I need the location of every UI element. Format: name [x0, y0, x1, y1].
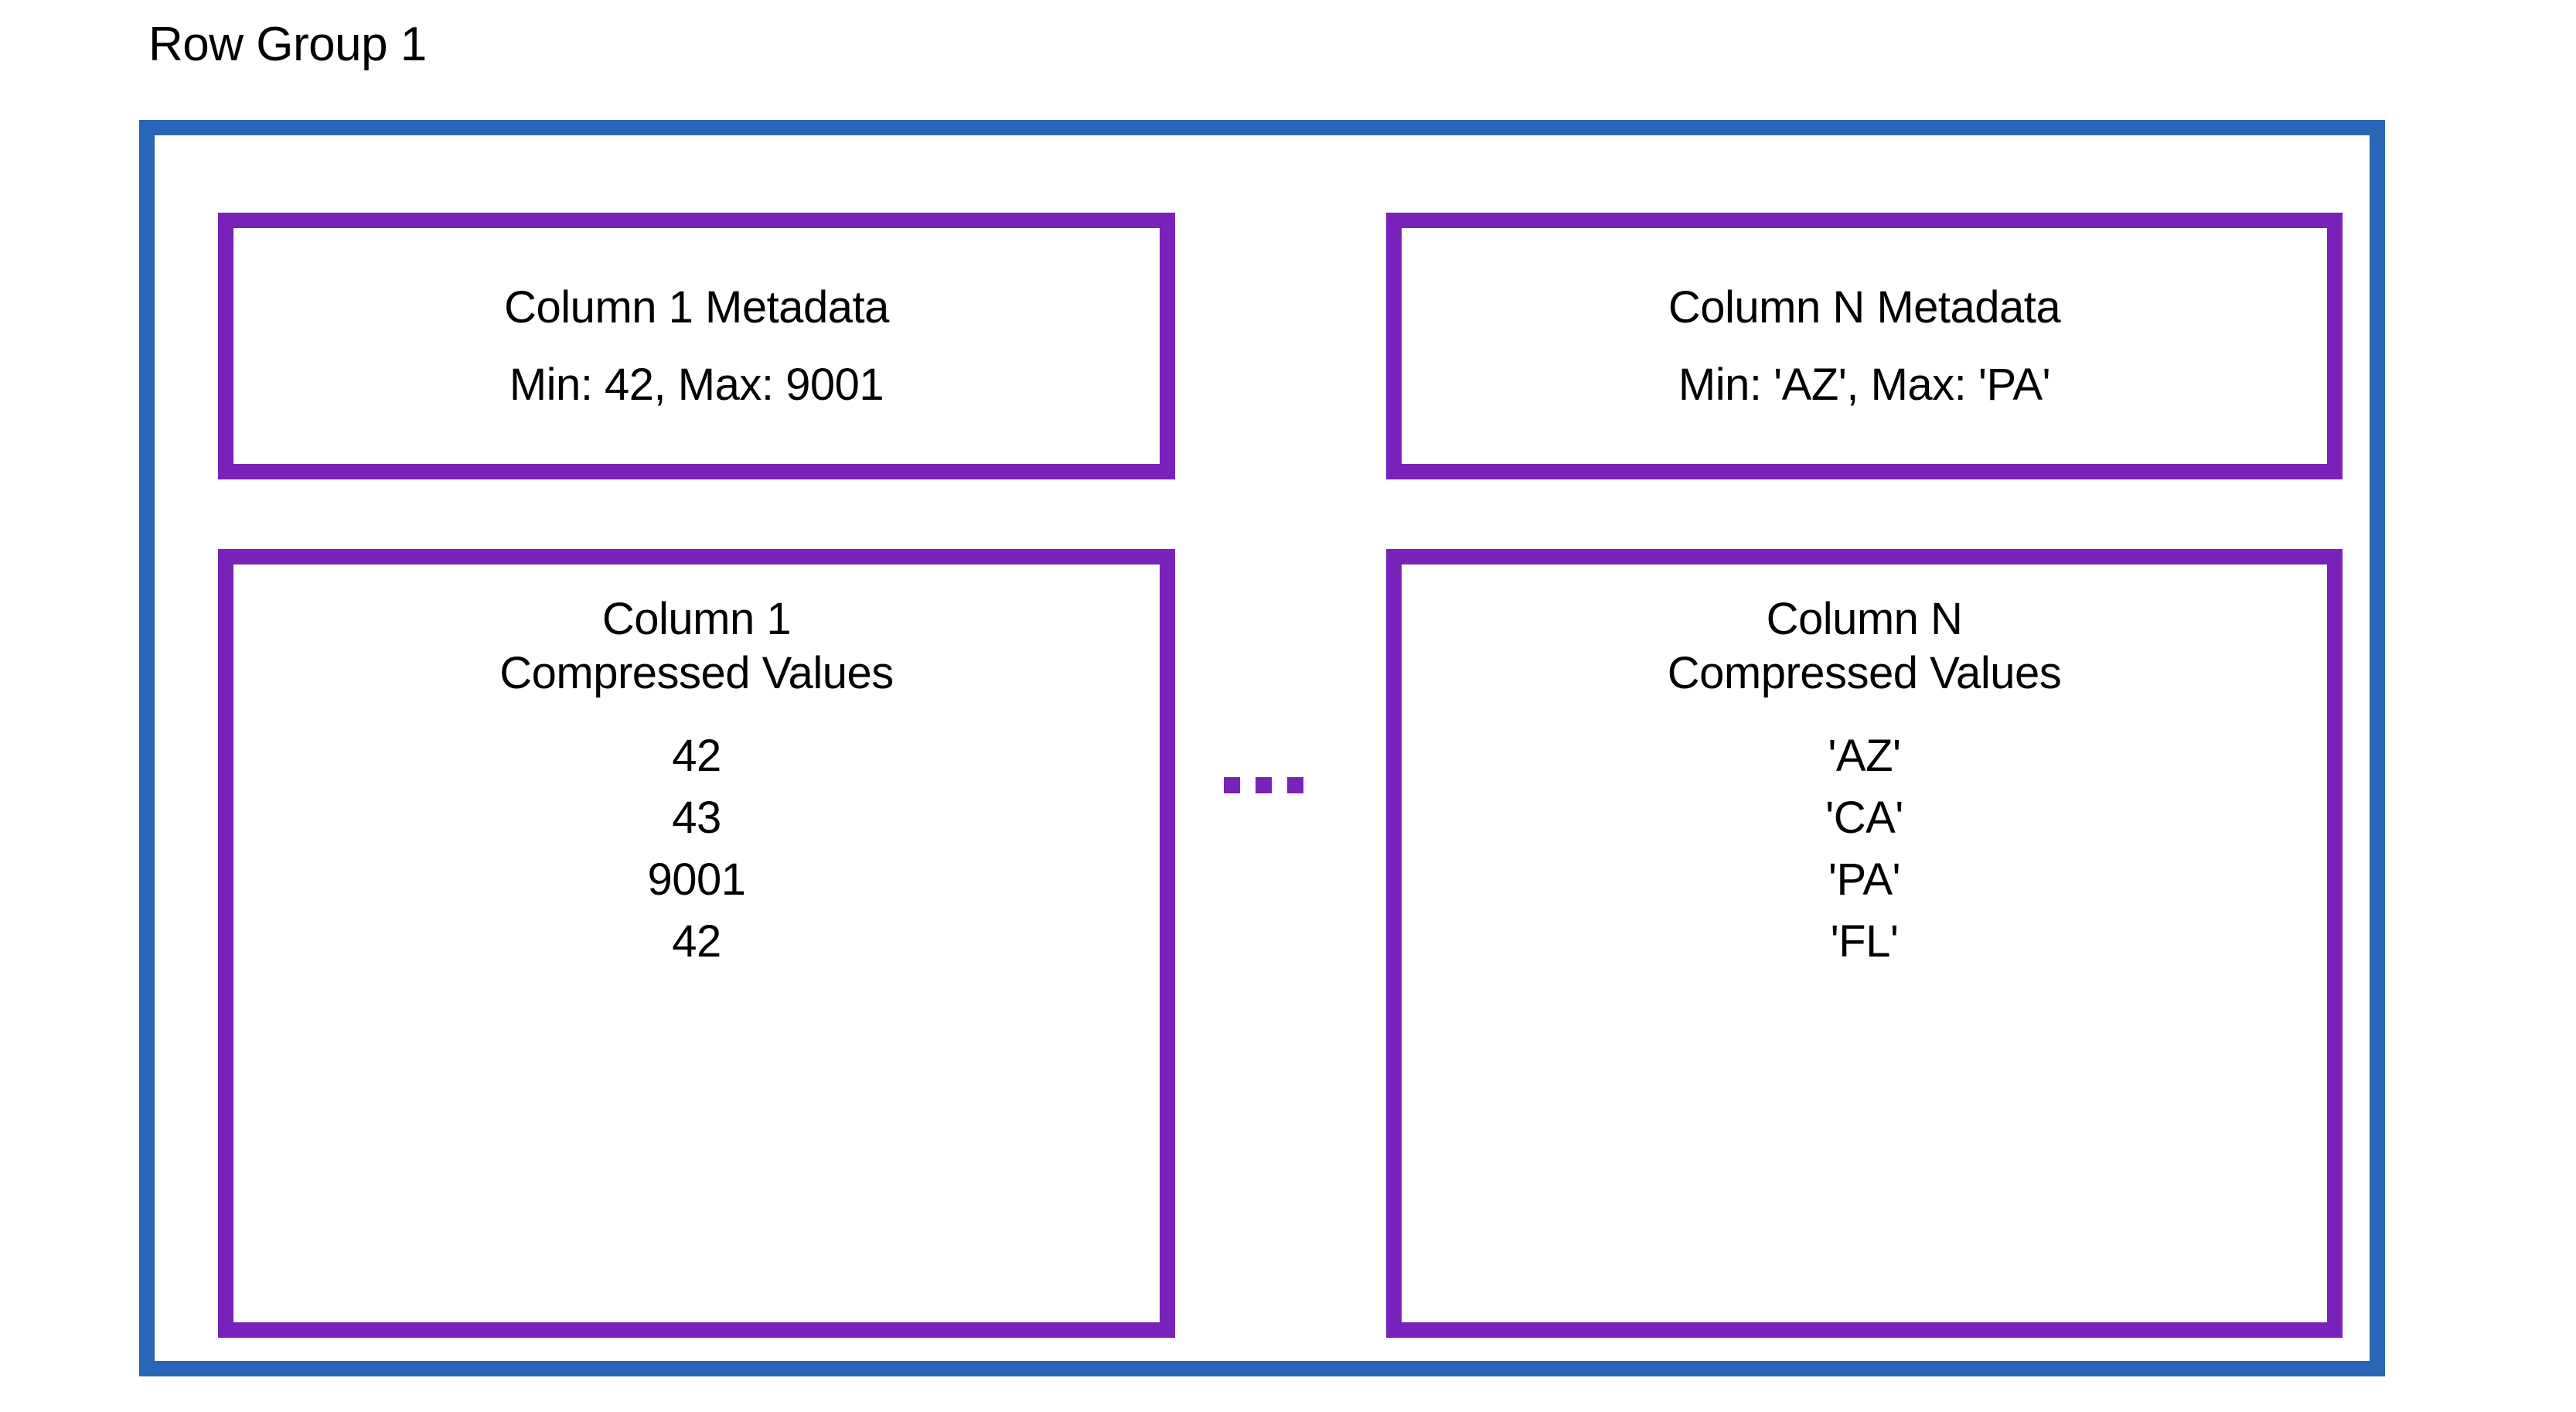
column-n-values-box: Column N Compressed Values 'AZ' 'CA' 'PA… — [1386, 549, 2343, 1338]
column-1-metadata-title: Column 1 Metadata — [504, 281, 889, 333]
column-n-values-list: 'AZ' 'CA' 'PA' 'FL' — [1825, 725, 1903, 973]
column-1-metadata-box: Column 1 Metadata Min: 42, Max: 9001 — [218, 213, 1175, 479]
column-n-metadata-box: Column N Metadata Min: 'AZ', Max: 'PA' — [1386, 213, 2343, 479]
value-item: 42 — [672, 916, 721, 967]
column-1-metadata-stats: Min: 42, Max: 9001 — [509, 359, 884, 410]
column-n-values-header-line-1: Column N — [1766, 594, 1963, 644]
ellipsis-dot-1 — [1224, 777, 1240, 793]
value-item: 'FL' — [1830, 916, 1899, 967]
row-group-container: Column 1 Metadata Min: 42, Max: 9001 Col… — [139, 120, 2385, 1376]
value-item: 'CA' — [1825, 793, 1903, 843]
column-1-values-header: Column 1 Compressed Values — [499, 592, 894, 701]
ellipsis-dot-3 — [1287, 777, 1303, 793]
column-n-metadata-title: Column N Metadata — [1668, 281, 2061, 333]
column-1-values-list: 42 43 9001 42 — [647, 725, 746, 973]
ellipsis-icon — [1224, 777, 1303, 793]
column-n-values-header-line-2: Compressed Values — [1667, 648, 2062, 698]
column-1-values-box: Column 1 Compressed Values 42 43 9001 42 — [218, 549, 1175, 1338]
value-item: 9001 — [647, 854, 746, 905]
column-1-values-header-line-1: Column 1 — [601, 594, 792, 644]
column-n-values-header: Column N Compressed Values — [1667, 592, 2062, 701]
ellipsis-dot-2 — [1256, 777, 1272, 793]
row-group-title: Row Group 1 — [148, 18, 427, 71]
value-item: 42 — [672, 731, 721, 781]
column-n-metadata-stats: Min: 'AZ', Max: 'PA' — [1678, 359, 2051, 410]
value-item: 43 — [672, 793, 721, 843]
value-item: 'AZ' — [1828, 731, 1901, 781]
value-item: 'PA' — [1828, 854, 1901, 905]
column-1-values-header-line-2: Compressed Values — [499, 648, 894, 698]
